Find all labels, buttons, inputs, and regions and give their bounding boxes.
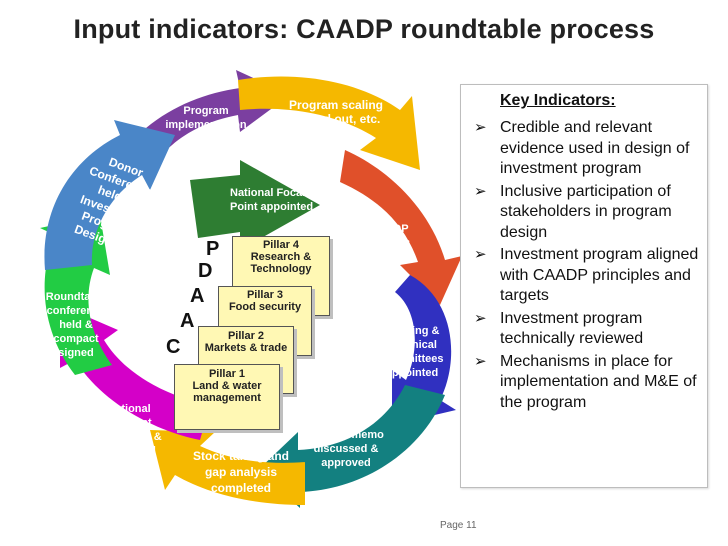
- pillar-1-text: Land & water management: [192, 380, 262, 404]
- caadp-letter-a2: A: [190, 285, 205, 307]
- list-item: ➢Investment program aligned with CAADP p…: [474, 246, 699, 304]
- caadp-letter-c: C: [166, 336, 181, 358]
- pillar-3-name: Pillar 3: [246, 289, 284, 301]
- label-focal: National Focal Point appointed: [230, 187, 314, 213]
- caadp-letter-d: D: [198, 260, 213, 282]
- caadp-letter-p: P: [206, 238, 220, 260]
- list-item: ➢Inclusive participation of stakeholders…: [474, 182, 672, 241]
- page-title: Input indicators: CAADP roundtable proce…: [73, 14, 655, 44]
- label-cabinet: Cabinet memo discussed & approved: [308, 429, 384, 469]
- pillar-2-text: Markets & trade: [204, 342, 288, 354]
- label-stock: Stock taking and gap analysis completed: [192, 449, 290, 495]
- list-item: ➢Investment program technically reviewed: [474, 309, 644, 348]
- pillar-1-box: Pillar 1 Land & water management: [174, 364, 280, 430]
- caadp-letter-a1: A: [180, 310, 195, 332]
- label-steering: Steering & Technical Committees appointe…: [380, 325, 444, 379]
- pillar-1-name: Pillar 1: [208, 368, 246, 380]
- bullet-arrow-icon: ➢: [474, 182, 487, 200]
- arrow-compact: [60, 305, 210, 440]
- key-indicators-list: ➢Credible and relevant evidence used in …: [474, 118, 706, 415]
- pillar-2-name: Pillar 2: [227, 330, 265, 342]
- key-indicators-heading: Key Indicators:: [500, 92, 616, 109]
- bullet-arrow-icon: ➢: [474, 246, 487, 263]
- list-item: ➢Mechanisms in place for implementation …: [474, 352, 697, 411]
- pillar-3-text: Food security: [228, 301, 302, 313]
- bullet-arrow-icon: ➢: [474, 309, 487, 327]
- arrow-donor: [44, 120, 175, 270]
- arrow-focal: [190, 160, 320, 250]
- label-caadp-process: CAADP process launched: [364, 223, 414, 263]
- label-scaling: Program scaling up and out, etc.: [288, 98, 384, 126]
- page-number: Page 11: [440, 520, 477, 531]
- list-item: ➢Credible and relevant evidence used in …: [474, 119, 690, 177]
- label-implementation: Program implementation and M&E: [165, 105, 247, 145]
- label-roundtable: Roundtable conference held & compact sig…: [45, 291, 107, 359]
- bullet-arrow-icon: ➢: [474, 119, 487, 136]
- bullet-arrow-icon: ➢: [474, 352, 487, 370]
- arrow-scaling: [238, 76, 420, 170]
- label-compact-dev: National compact developed & discussed: [96, 403, 162, 457]
- pillar-4-text: Research & Technology: [250, 251, 312, 275]
- arrow-stock: [150, 430, 305, 505]
- arrow-caadp-process: [340, 150, 462, 305]
- pillar-4-name: Pillar 4: [262, 239, 300, 251]
- key-indicators-panel: [460, 84, 708, 488]
